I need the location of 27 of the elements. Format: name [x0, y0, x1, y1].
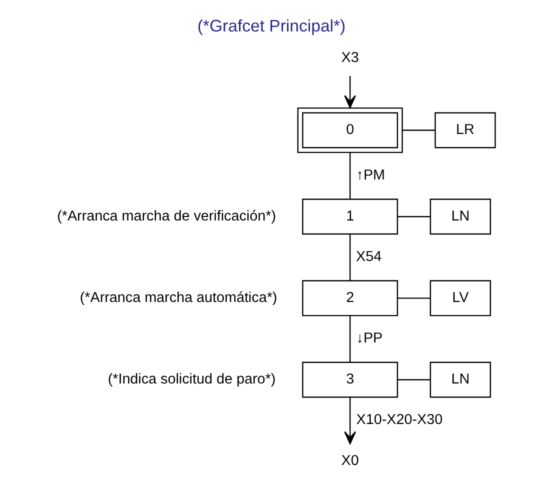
connector [349, 316, 351, 362]
node-text: X0 [341, 453, 359, 470]
node-box: 0 [297, 107, 403, 154]
diagram-title: (*Grafcet Principal*) [197, 16, 346, 36]
connector [397, 379, 430, 380]
edge-label: ↓PP [356, 330, 383, 347]
edge-label: ↑PM [356, 168, 386, 184]
node-box: 2 [302, 280, 398, 316]
node-box: LN [430, 362, 491, 398]
node-box: 3 [302, 362, 398, 398]
node-box: LN [430, 198, 491, 235]
edge-label: X10-X20-X30 [356, 412, 443, 428]
connector [402, 130, 435, 131]
node-text: X3 [341, 50, 359, 66]
node-box: LR [434, 112, 496, 148]
arrow [344, 76, 356, 108]
arrow [344, 397, 356, 444]
connector [349, 234, 351, 281]
connector [397, 298, 430, 299]
node-label: (*Arranca marcha de verificación*) [57, 208, 276, 224]
node-box: LV [430, 280, 491, 316]
connector [349, 152, 351, 199]
node-label: (*Arranca marcha automática*) [80, 290, 278, 306]
node-box: 1 [302, 198, 398, 235]
node-label: (*Indica solicitud de paro*) [108, 371, 276, 388]
edge-label: X54 [356, 249, 382, 266]
connector [397, 216, 430, 218]
